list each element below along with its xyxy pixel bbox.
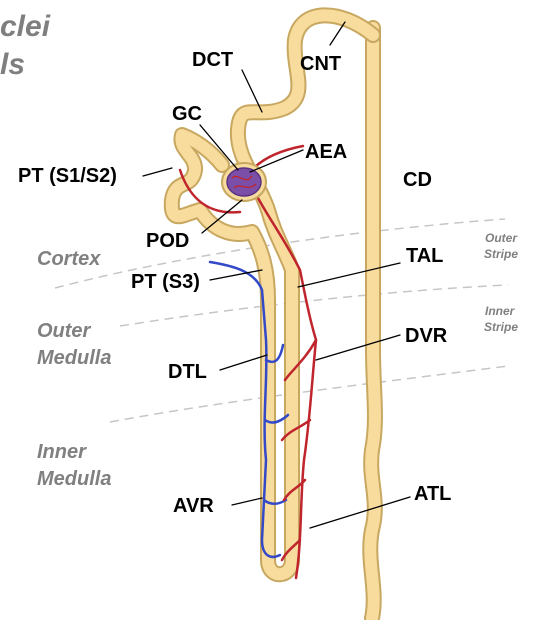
zone-inner-medulla-line-2: Medulla <box>37 468 111 490</box>
stripe-inner-line-2: Stripe <box>484 320 518 334</box>
ascending-vasa-recta <box>210 262 288 557</box>
stripe-outer-line-1: Outer <box>485 231 518 245</box>
zone-outer-medulla-line-2: Medulla <box>37 347 111 369</box>
label-cd: CD <box>403 169 432 191</box>
label-tal: TAL <box>406 245 443 267</box>
label-dtl: DTL <box>168 361 207 383</box>
label-pt-s3: PT (S3) <box>131 271 200 293</box>
label-pod: POD <box>146 230 189 252</box>
label-atl: ATL <box>414 483 451 505</box>
nephron-tubule <box>172 15 373 574</box>
pt-s1s2-leader <box>143 168 172 176</box>
dvr-leader <box>316 335 400 360</box>
atl-leader <box>310 497 410 528</box>
label-dct: DCT <box>192 49 233 71</box>
label-pt-s1s2: PT (S1/S2) <box>18 165 117 187</box>
zone-cortex: Cortex <box>37 248 101 270</box>
label-dvr: DVR <box>405 325 448 347</box>
cnt-leader <box>330 22 345 45</box>
avr-leader <box>232 498 262 505</box>
label-avr: AVR <box>173 495 214 517</box>
stripe-inner-line-1: Inner <box>485 304 516 318</box>
label-cnt: CNT <box>300 53 341 75</box>
label-gc: GC <box>172 103 202 125</box>
zone-outer-medulla-line-1: Outer <box>37 320 92 342</box>
collecting-duct <box>370 28 375 618</box>
stripe-outer-line-2: Stripe <box>484 247 518 261</box>
label-aea: AEA <box>305 141 347 163</box>
zone-inner-medulla-line-1: Inner <box>37 441 87 463</box>
tal-leader <box>298 263 400 287</box>
dtl-leader <box>220 355 267 370</box>
